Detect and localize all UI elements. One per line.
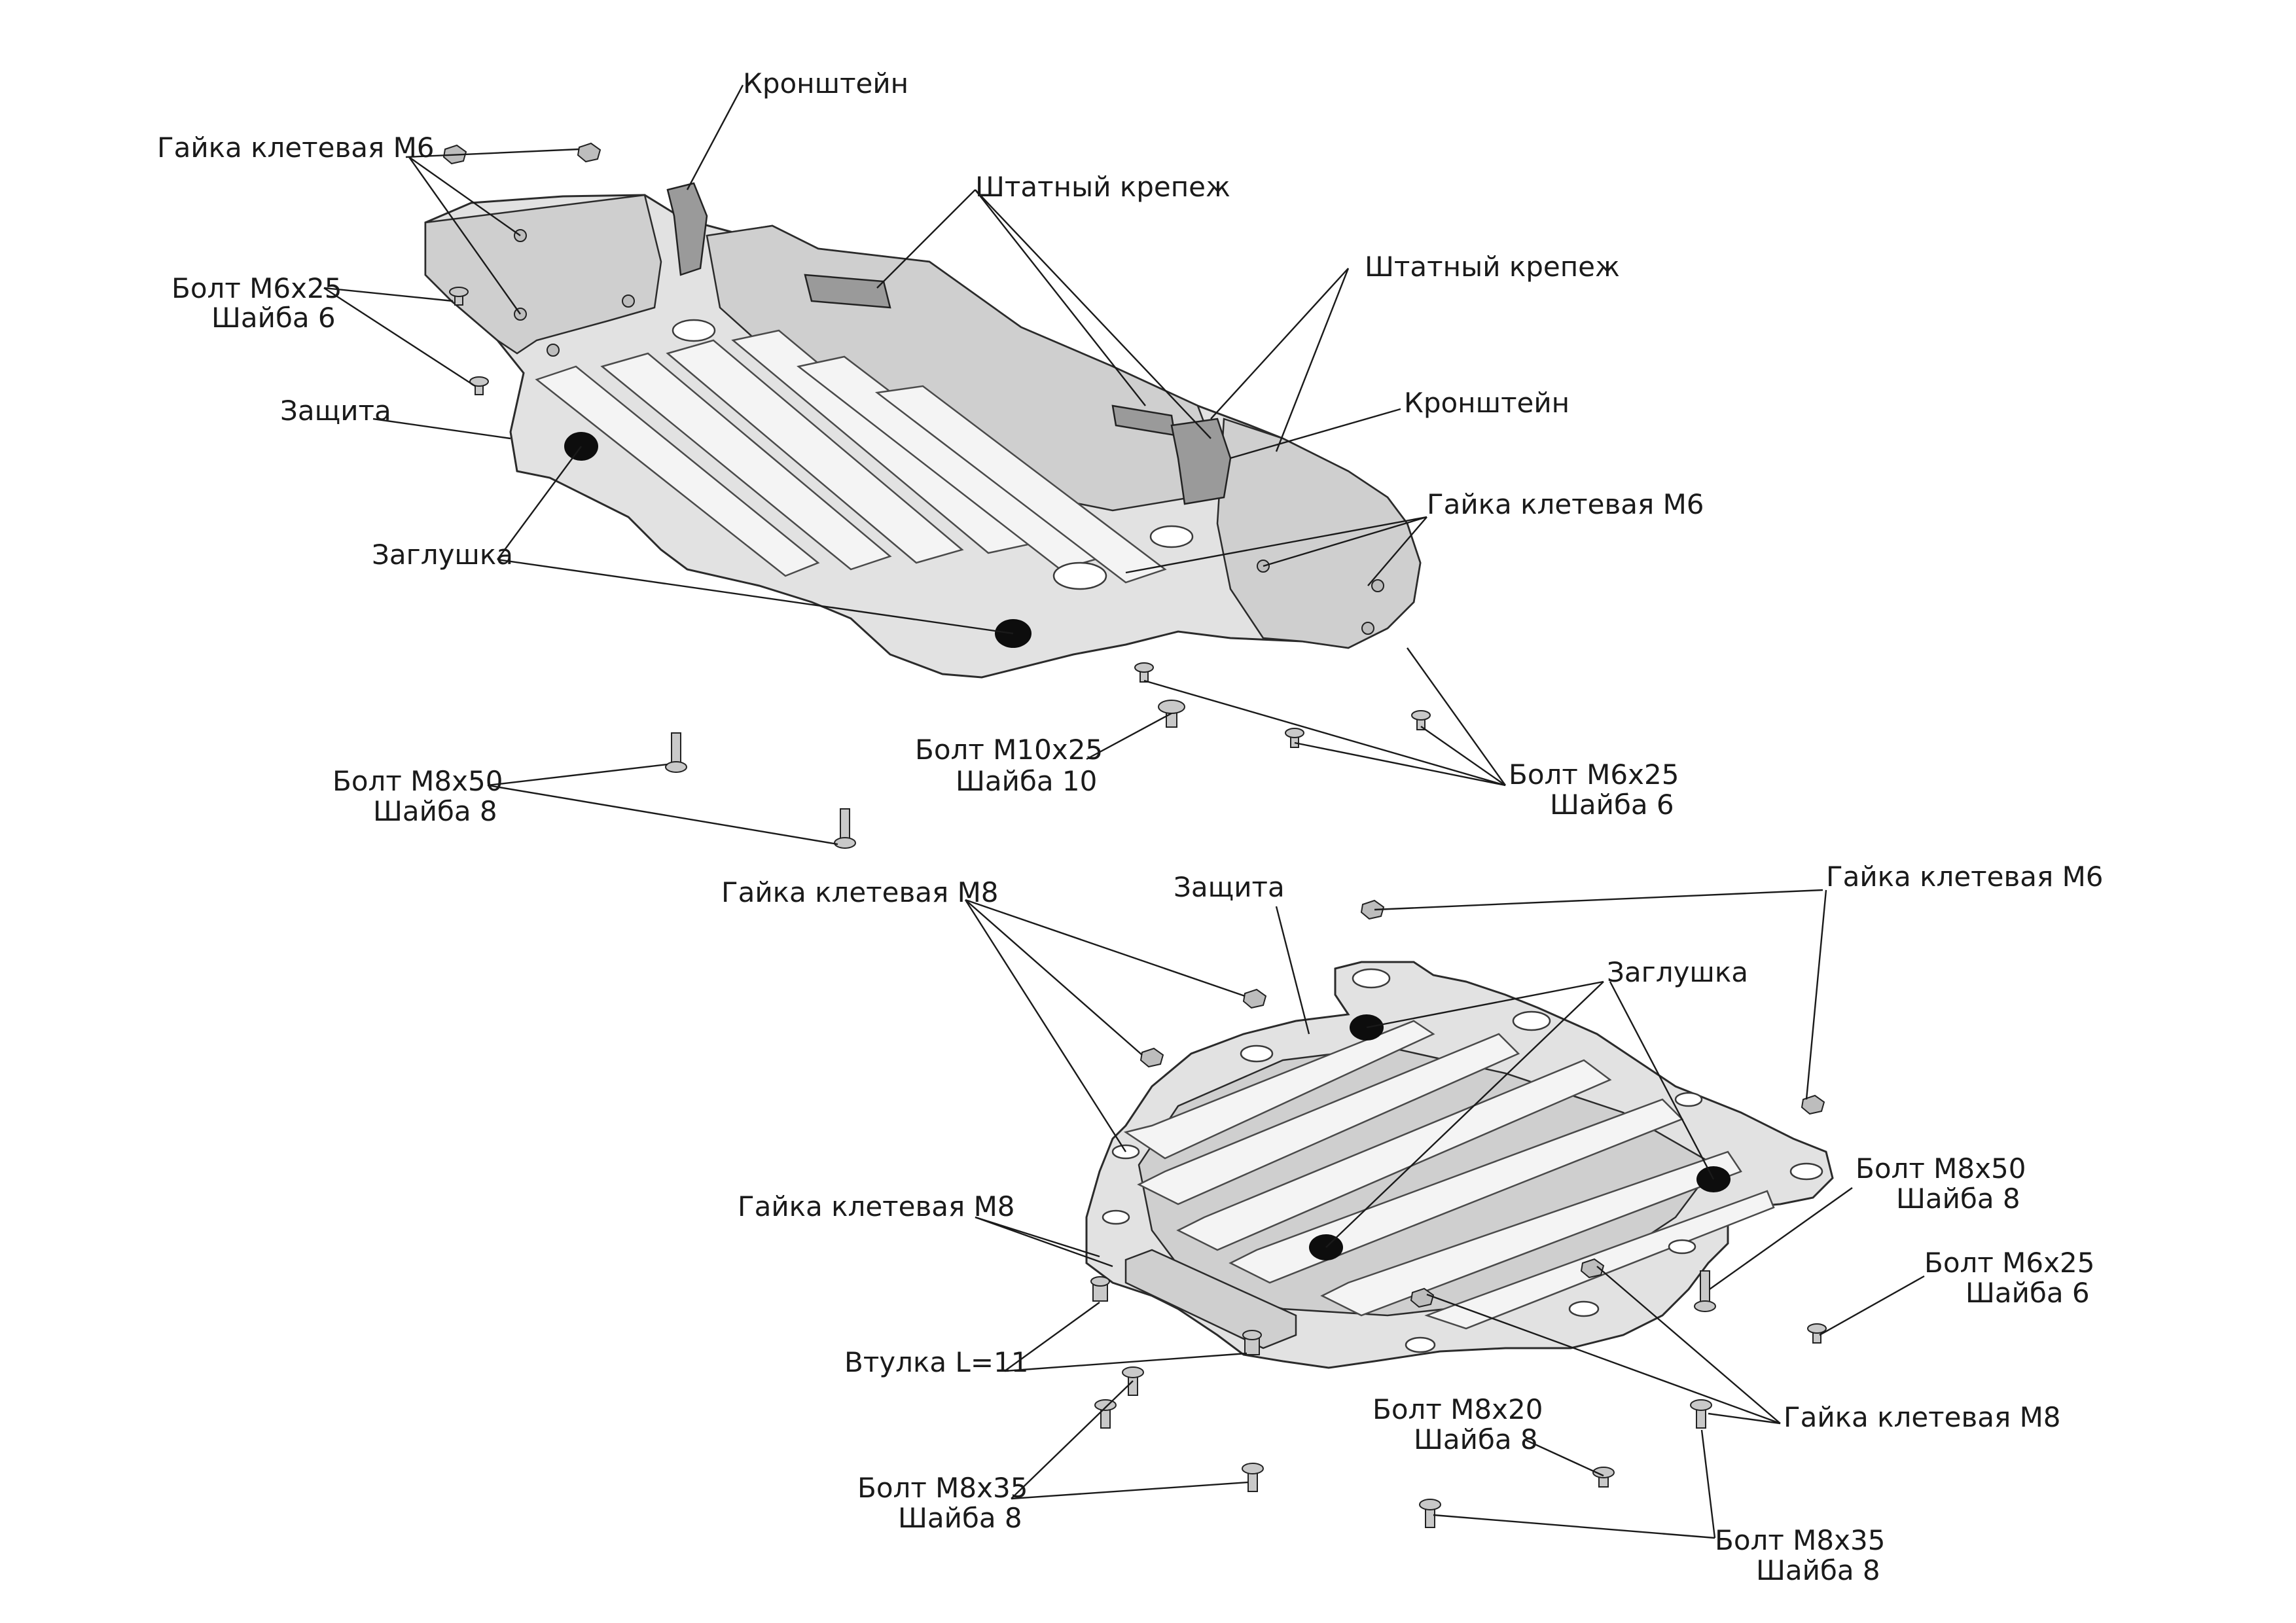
label-gaika-m6-bottomright: Гайка клетевая М6 [1826,861,2104,893]
label-gaika-m8-top: Гайка клетевая М8 [721,876,999,908]
label-vtulka: Втулка L=11 [844,1346,1028,1378]
label-bolt-m8x35-right: Болт М8х35 [1715,1524,1885,1556]
label-gaika-m8-bottom: Гайка клетевая М8 [1784,1401,2061,1433]
label-kronshtein-top: Кронштейн [743,67,908,99]
bolt-m10x25 [1158,700,1185,728]
bolt-m6x25 [1807,1323,1827,1344]
bolt-m8x50 [665,732,687,773]
label-bolt-m8x50-left: Болт М8х50 [332,765,503,797]
bushing-l11 [1242,1330,1262,1355]
bolt-m6x25 [1411,710,1431,730]
label-bolt-m6x25-left: Болт М6х25 [171,272,342,304]
top-skid-plate [424,182,1422,679]
cage-nut-m6 [1360,899,1385,920]
bolt-m8x35 [1690,1399,1712,1429]
bolt-m8x35 [1419,1499,1441,1528]
label-kronshtein-right: Кронштейн [1404,387,1570,419]
bottom-hardware [1090,899,1827,1528]
label-bolt-m8x35-left: Болт М8х35 [857,1472,1028,1504]
bolt-m8x35 [1122,1366,1144,1396]
label-bolt-m6x25-mid: Болт М6х25 [1509,758,1679,791]
bolt-m6x25 [469,376,489,395]
label-shaiba-6-right: Шайба 6 [1965,1277,2090,1309]
label-shaiba-8-right: Шайба 8 [1896,1183,2020,1215]
label-shaiba-6-left: Шайба 6 [211,302,336,334]
cage-nut-m6 [577,142,601,163]
callout-labels: Кронштейн Гайка клетевая М6 Штатный креп… [157,67,2104,1586]
label-bolt-m6x25-right: Болт М6х25 [1924,1247,2094,1279]
label-bolt-m8x50-right: Болт М8х50 [1856,1152,2026,1185]
leader-lines [323,84,1925,1539]
label-shaiba-8-m8x35-right: Шайба 8 [1756,1554,1880,1586]
bushing-l11 [1090,1276,1110,1302]
label-gaika-m6-right: Гайка клетевая М6 [1427,488,1704,520]
bolt-m6x25 [1134,662,1154,683]
label-zaglushka-top: Заглушка [372,539,513,571]
label-zaglushka-bottom: Заглушка [1607,956,1748,988]
label-zashchita-bottom: Защита [1174,871,1285,903]
label-gaika-m6-topleft: Гайка клетевая М6 [157,132,435,164]
label-shaiba-6-mid: Шайба 6 [1550,789,1674,821]
label-bolt-m8x20: Болт М8х20 [1372,1393,1543,1425]
cage-nut-m8 [1580,1258,1605,1279]
bolt-m6x25 [1285,728,1304,748]
label-shtatny-krepezh-2: Штатный крепеж [1365,251,1620,283]
label-gaika-m8-left: Гайка клетевая М8 [738,1190,1015,1222]
label-shaiba-10: Шайба 10 [956,765,1097,797]
label-shaiba-8-m8x35-left: Шайба 8 [898,1502,1022,1534]
bracket-top [666,182,708,276]
cage-nut-m8 [1410,1287,1435,1308]
bracket-right [1170,418,1232,505]
label-shtatny-krepezh-1: Штатный крепеж [975,171,1230,203]
cage-nut-m6 [1801,1094,1825,1115]
label-shaiba-8-left: Шайба 8 [373,795,497,827]
bolt-m6x25 [449,287,469,306]
label-shaiba-8-m8x20: Шайба 8 [1414,1423,1538,1455]
cage-nut-m8 [1242,988,1267,1009]
label-zashchita-top: Защита [280,395,391,427]
bolt-m8x20 [1592,1467,1615,1488]
cage-nut-m8 [1139,1047,1164,1068]
bolt-m8x35 [1242,1463,1264,1492]
label-bolt-m10x25: Болт М10х25 [915,734,1103,766]
bolt-m8x50 [1694,1270,1716,1312]
bolt-m8x50 [834,808,856,849]
